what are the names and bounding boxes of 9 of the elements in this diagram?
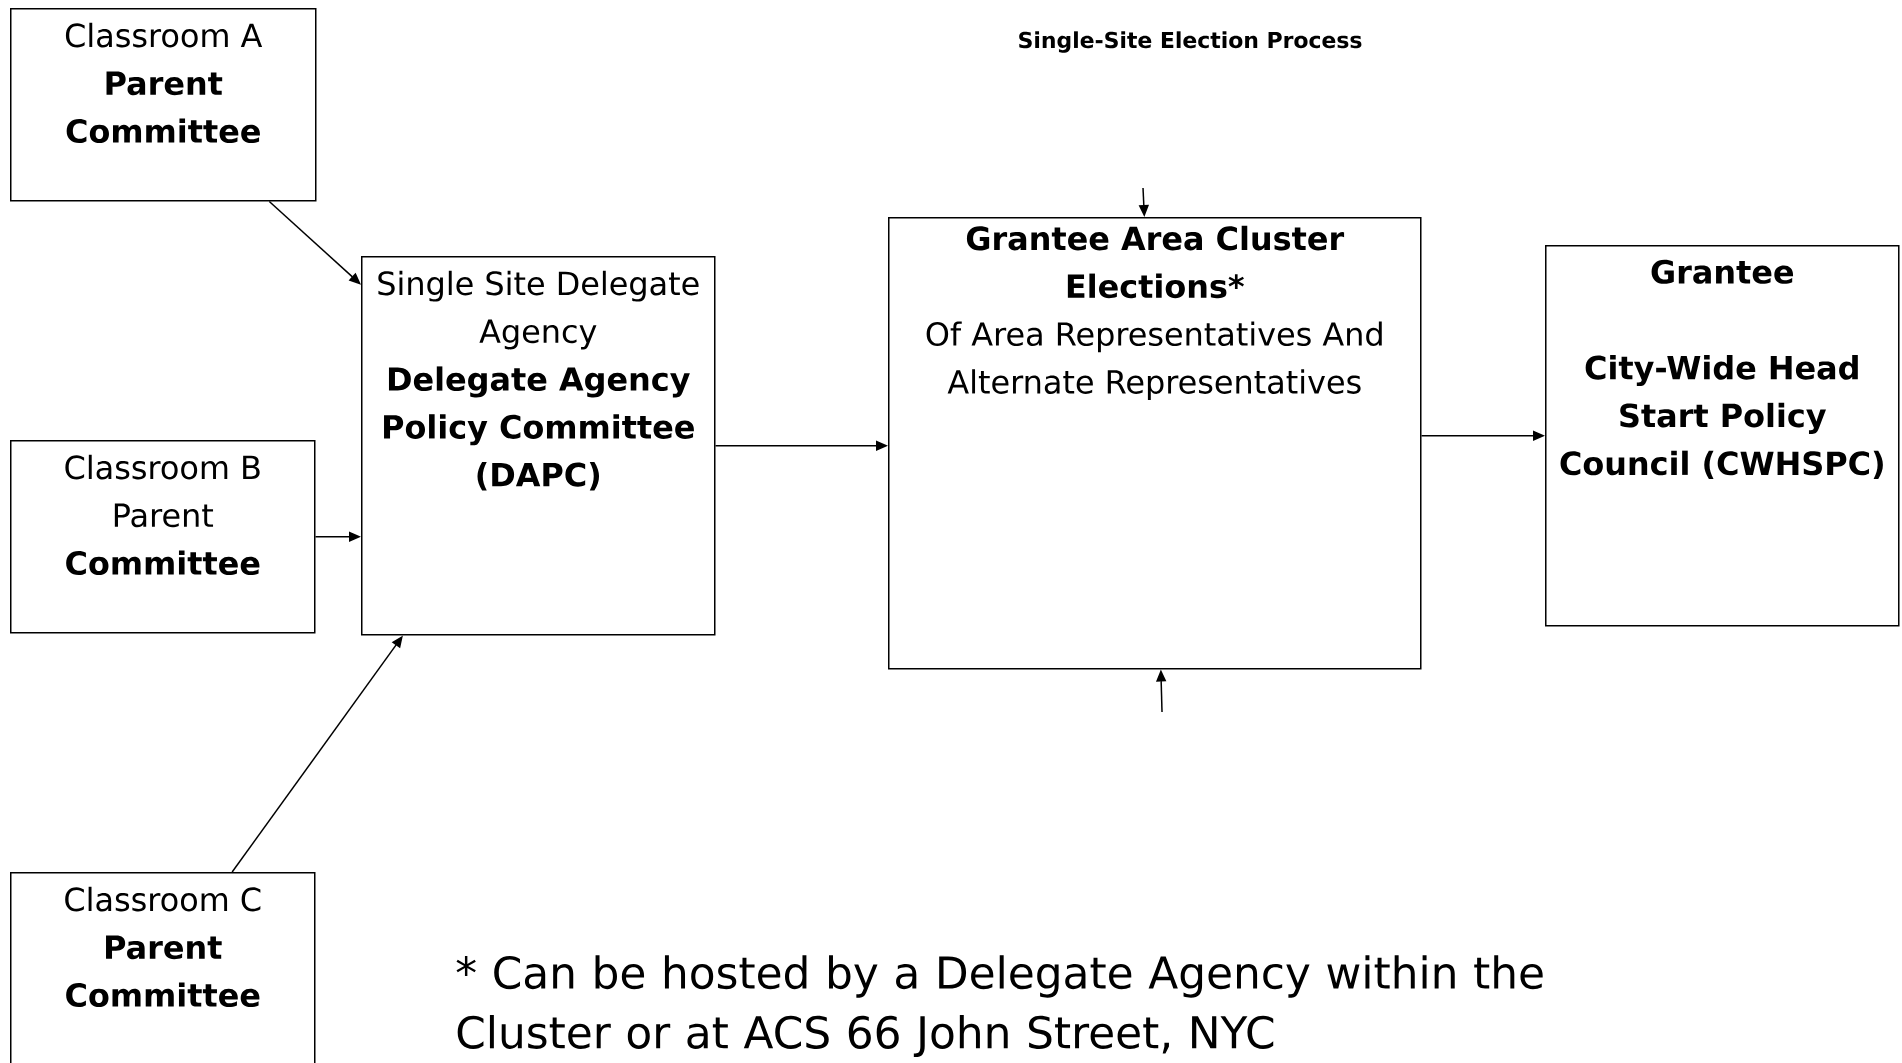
process-box: Grantee City-Wide Head Start Policy Council (CWHSPC) bbox=[1545, 245, 1900, 627]
process-box: Single Site Delegate Agency Delegate Agency Policy Committee (DAPC) bbox=[361, 256, 716, 636]
process-box: Grantee Area Cluster Elections* Of Area Representatives And Alternate Representatives bbox=[888, 217, 1422, 670]
process-box: Classroom A Parent Committee bbox=[10, 8, 317, 202]
process-box: Classroom C Parent Committee bbox=[10, 872, 316, 1063]
process-box: Classroom B Parent Committee bbox=[10, 440, 316, 634]
title: Single-Site Election Process bbox=[1019, 31, 1362, 53]
arrow bbox=[268, 200, 361, 285]
footnote: * Can be hosted by a Delegate Agency within the Cluster or at ACS 66 John Street, NYC bbox=[456, 955, 1543, 1058]
